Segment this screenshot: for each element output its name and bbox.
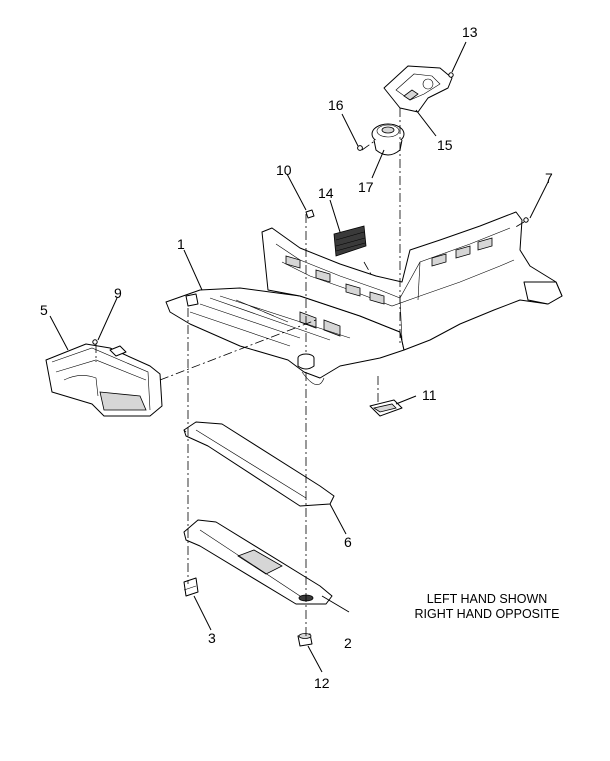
nut-part-12 [297,633,313,647]
screw-part-13 [448,72,454,78]
alignment-lines [95,108,525,636]
callout-10: 10 [276,162,292,178]
orientation-note-line-2: RIGHT HAND OPPOSITE [414,607,560,621]
sill-plate-part-2 [183,519,333,605]
callout-12: 12 [314,675,330,691]
callout-1: 1 [177,236,185,252]
orientation-note: LEFT HAND SHOWN RIGHT HAND OPPOSITE [392,592,582,622]
grille-part-14 [333,225,367,257]
storage-bin-part-5 [45,343,163,417]
callout-3: 3 [208,630,216,646]
callout-2: 2 [344,635,352,651]
callout-7: 7 [545,170,553,186]
clip-part-3 [183,577,199,597]
callout-15: 15 [437,137,453,153]
screw-part-9 [92,339,98,345]
clip-part-10 [305,209,315,219]
orientation-note-line-1: LEFT HAND SHOWN [426,592,548,606]
callout-6: 6 [344,534,352,550]
callout-17: 17 [358,179,374,195]
clip-part-11 [369,399,403,417]
fastener-part-7 [523,217,529,223]
callout-numbers: 1 2 3 5 6 7 9 10 11 12 13 14 15 16 17 [40,24,553,691]
leader-lines [49,41,549,673]
screw-part-16 [357,145,363,151]
callout-16: 16 [328,97,344,113]
callout-13: 13 [462,24,478,40]
callout-5: 5 [40,302,48,318]
callout-9: 9 [114,285,122,301]
callout-14: 14 [318,185,334,201]
trim-strip-part-6 [183,421,335,507]
speaker-ring-part-17 [371,123,405,156]
callout-11: 11 [422,387,437,403]
bracket-plate-part-15 [383,65,453,113]
